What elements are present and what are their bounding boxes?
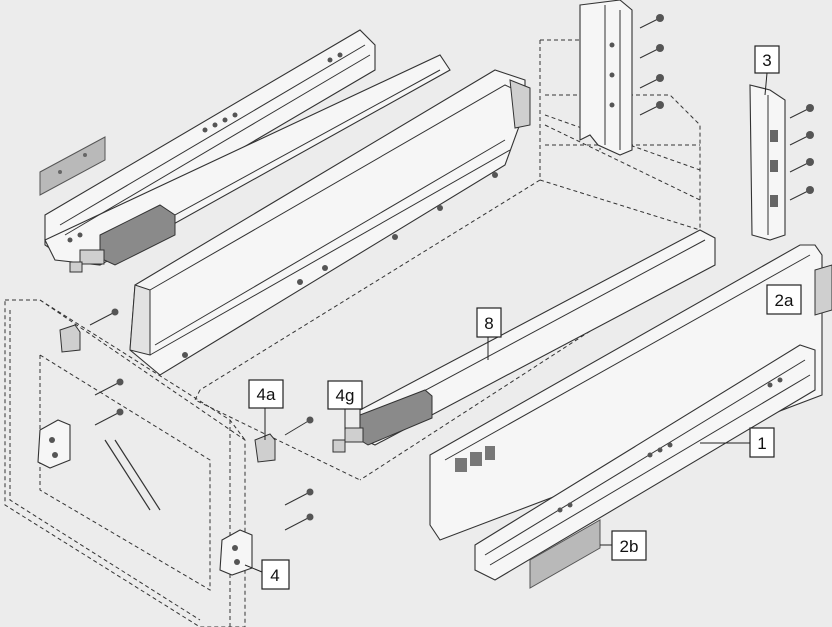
glass-reflection (104, 439, 161, 511)
callout-4a-label: 4a (257, 385, 276, 404)
front-screws (94, 378, 314, 531)
callout-leaders (244, 72, 768, 573)
left-cover-plate (39, 136, 106, 196)
callout-8: 8 (476, 307, 502, 338)
front-panel-outline (4, 299, 246, 627)
callout-2b-label: 2b (620, 537, 639, 556)
left-drawer-side (129, 69, 531, 376)
callout-4a: 4a (248, 379, 284, 409)
damper-4g (332, 389, 433, 453)
front-bracket-upper (37, 419, 71, 469)
cover-plate-2b (529, 519, 601, 589)
callout-4g: 4g (327, 380, 363, 410)
right-runner (474, 344, 816, 581)
callout-2a: 2a (766, 284, 802, 315)
screws-rear (639, 14, 814, 201)
callout-4g-label: 4g (336, 386, 355, 405)
back-bracket-3 (749, 84, 786, 241)
callout-4-label: 4 (270, 566, 279, 585)
front-fixing-4a (254, 416, 314, 463)
rear-bracket (579, 0, 633, 156)
callout-2b: 2b (611, 530, 647, 561)
callout-3-label: 3 (762, 51, 771, 70)
callout-2a-label: 2a (775, 291, 794, 310)
right-drawer-side (429, 244, 832, 541)
front-fixing-upper (59, 308, 119, 353)
callout-3: 3 (754, 45, 780, 74)
left-damper (69, 204, 176, 273)
callout-1-label: 1 (757, 434, 766, 453)
front-bracket-4 (219, 529, 253, 576)
callout-8-label: 8 (484, 314, 493, 333)
callout-1: 1 (749, 427, 775, 458)
callout-4: 4 (261, 559, 290, 590)
